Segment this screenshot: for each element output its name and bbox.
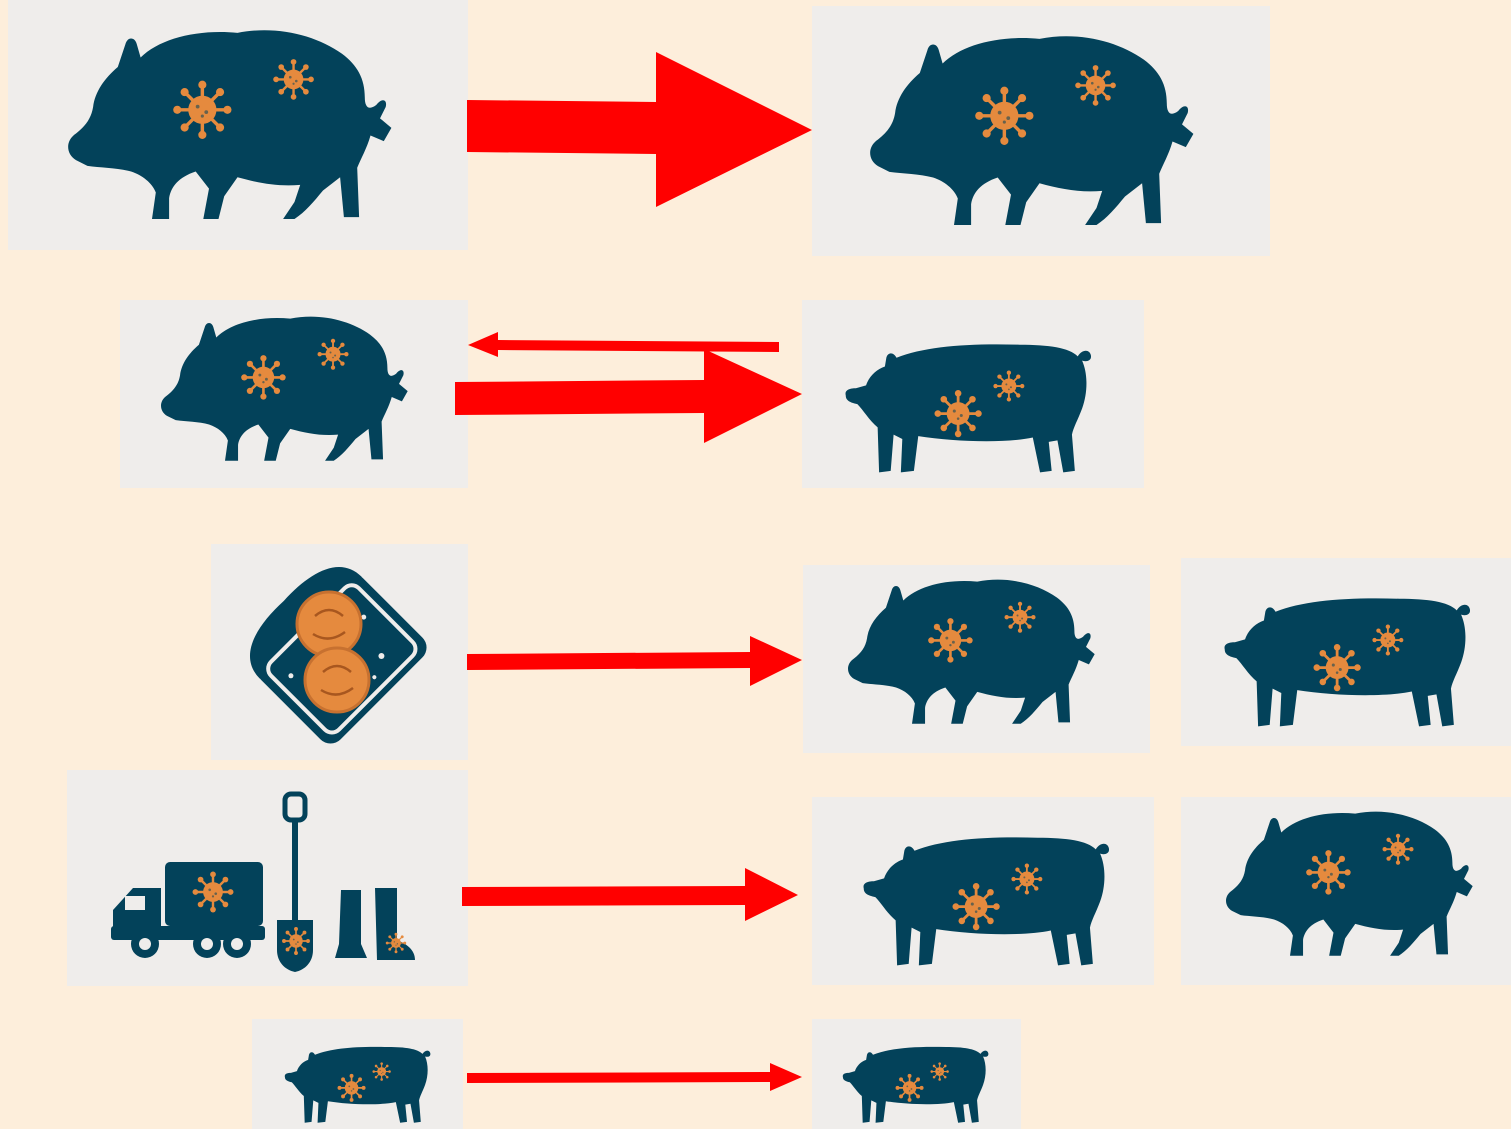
infected-domestic-pig-icon [802,300,1144,488]
domestic-pig-panel [812,1019,1021,1129]
infected-domestic-pig-icon [812,797,1154,985]
contaminated-equipment-icons [111,791,415,972]
infected-wild-boar-icon [120,300,468,488]
arrow-right [455,349,802,443]
infected-domestic-pig-icon [1181,558,1511,746]
infected-wild-boar-icon [1181,797,1511,985]
wild-boar-panel [1181,797,1511,985]
wild-boar-panel [812,6,1270,256]
boots-icon [335,888,415,960]
shovel-icon [277,791,313,972]
arrow-thick-right [467,52,812,207]
contaminated-food-icon [250,567,427,744]
domestic-pig-panel [802,300,1144,488]
infected-domestic-pig-icon [812,1019,1021,1129]
arrow-left [468,332,779,357]
contaminated-food-panel [211,544,468,760]
domestic-pig-panel [252,1019,463,1129]
arrow-right [462,868,798,921]
infected-wild-boar-icon [8,0,468,250]
wild-boar-panel [8,0,468,250]
infected-domestic-pig-icon [252,1019,463,1129]
contaminated-equipment-panel [67,770,468,986]
arrow-thin-right [467,1063,802,1091]
arrow-right [467,636,802,686]
infected-wild-boar-icon [812,6,1270,256]
domestic-pig-panel [1181,558,1511,746]
truck-icon [111,862,265,958]
domestic-pig-panel [812,797,1154,985]
wild-boar-panel [120,300,468,488]
infected-wild-boar-icon [803,565,1150,753]
wild-boar-panel [803,565,1150,753]
